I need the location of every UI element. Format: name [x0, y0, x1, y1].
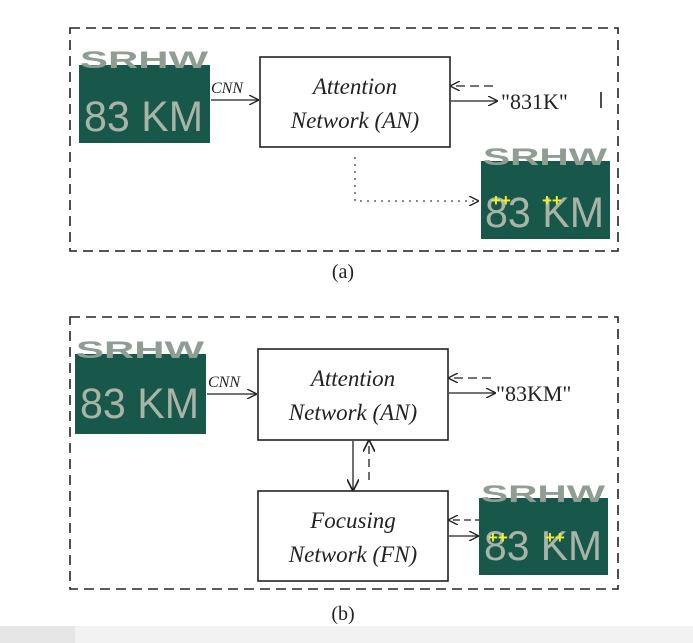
focus-marker-a-2: ++ — [542, 191, 562, 210]
attention-network-box-a: Attention Network (AN) — [259, 56, 451, 148]
panel-a-border — [69, 27, 619, 252]
focusing-network-box: Focusing Network (FN) — [257, 490, 449, 582]
focusing-label-line2: Network (FN) — [288, 542, 417, 567]
network-diagram: SRHW 83 KM CNN Attention Network (AN) "8… — [69, 27, 619, 625]
attention-label-line2-a: Network (AN) — [290, 108, 419, 133]
cnn-label-b: CNN — [208, 374, 241, 391]
input-plate-b-text: 83 KM — [80, 380, 199, 428]
svg-text:SRHW: SRHW — [483, 144, 608, 171]
svg-text:SRHW: SRHW — [76, 337, 205, 364]
input-plate-a: SRHW 83 KM — [79, 47, 210, 143]
focus-marker-a-1: ++ — [491, 191, 511, 210]
output-text-b: "83KM" — [496, 381, 571, 406]
input-plate-b: SRHW 83 KM — [75, 337, 206, 434]
caption-a: (a) — [332, 261, 354, 283]
panel-a: SRHW 83 KM CNN Attention Network (AN) "8… — [69, 27, 619, 283]
focus-marker-b-2: ++ — [545, 528, 565, 547]
panel-b-border — [69, 316, 619, 590]
attention-label-line2-b: Network (AN) — [288, 400, 417, 425]
svg-text:SRHW: SRHW — [80, 47, 209, 74]
cnn-label-a: CNN — [211, 80, 244, 97]
attention-dotted-arrow-a — [354, 157, 478, 201]
output-text-a: "831K" — [501, 89, 568, 114]
caption-b: (b) — [331, 603, 354, 625]
focused-plate-b-text: 83 KM — [484, 522, 602, 569]
input-plate-a-text: 83 KM — [84, 93, 203, 141]
attention-label-line1-a: Attention — [311, 74, 397, 99]
focusing-label-line1: Focusing — [309, 508, 396, 533]
viewer-bottom-tab — [0, 626, 75, 643]
focus-marker-b-1: ++ — [488, 528, 508, 547]
attended-plate-a-text: 83 KM — [485, 189, 604, 237]
svg-text:SRHW: SRHW — [481, 481, 606, 508]
focused-plate-b: SRHW 83 KM ++ ++ — [479, 481, 608, 575]
attention-label-line1-b: Attention — [309, 366, 395, 391]
panel-b: SRHW 83 KM CNN Attention Network (AN) "8… — [69, 316, 619, 625]
attention-network-box-b: Attention Network (AN) — [257, 348, 449, 441]
attended-plate-a: SRHW 83 KM ++ ++ — [481, 144, 610, 239]
viewer-bottom-bar — [0, 626, 693, 643]
